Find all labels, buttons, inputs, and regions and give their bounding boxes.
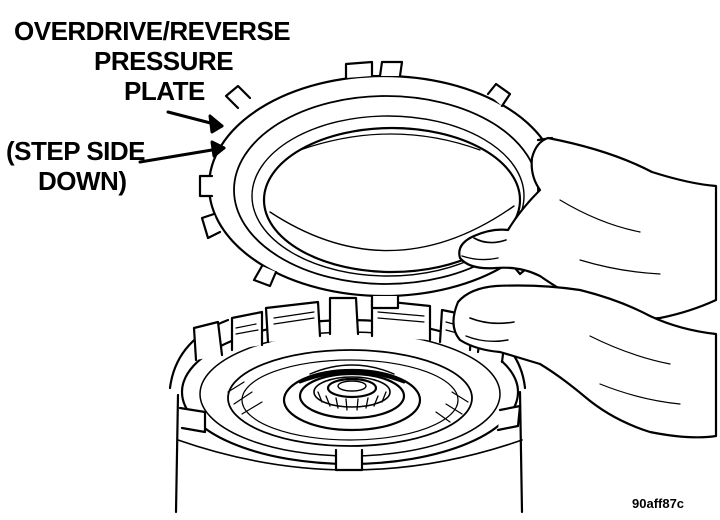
callout-line-3: PLATE [124,76,205,106]
callout-line-5: DOWN) [38,166,126,196]
callout-line-1: OVERDRIVE/REVERSE [14,16,290,46]
callout-line-4: (STEP SIDE [6,136,145,166]
pressure-plate [198,60,568,310]
leader-arrows [138,110,226,164]
hands [452,136,718,439]
figure-code: 90aff87c [632,496,684,511]
callout-line-2: PRESSURE [94,46,233,76]
callout-label: OVERDRIVE/REVERSE PRESSURE PLATE (STEP S… [6,16,291,196]
